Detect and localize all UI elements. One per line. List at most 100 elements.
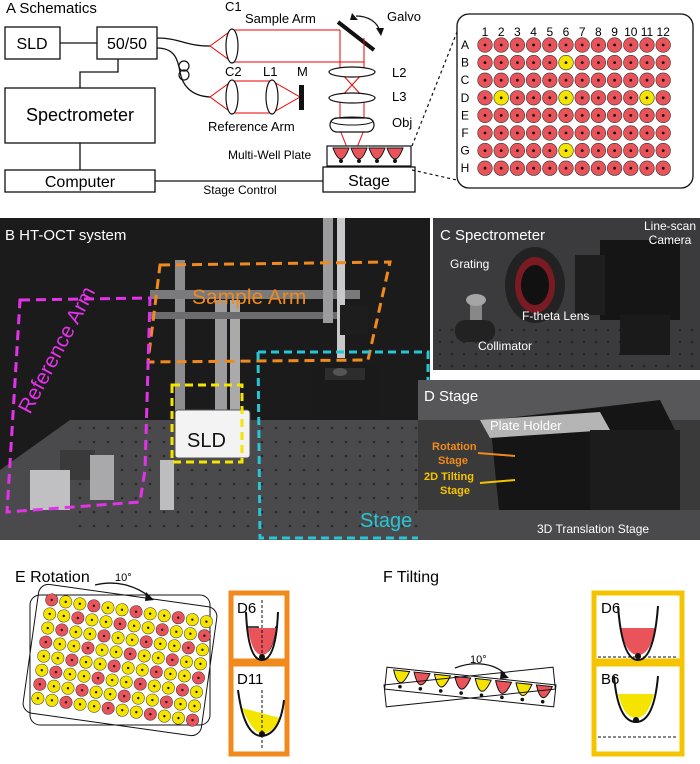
rot-well-dot — [157, 656, 160, 660]
well-center-dot — [516, 131, 519, 135]
rot-well-dot — [58, 642, 62, 646]
breadboard-hole — [498, 328, 502, 332]
breadboard-hole — [246, 482, 250, 486]
col-label: 2 — [498, 25, 505, 39]
breadboard-hole — [288, 454, 292, 458]
well-center-dot — [597, 131, 600, 135]
breadboard-hole — [570, 352, 574, 356]
breadboard-hole — [558, 340, 562, 344]
breadboard-hole — [414, 482, 418, 486]
breadboard-hole — [678, 340, 682, 344]
breadboard-hole — [302, 482, 306, 486]
row-label: H — [461, 161, 470, 175]
tilt-b6-label: B6 — [601, 671, 619, 688]
stage-label: Stage — [348, 173, 390, 190]
breadboard-hole — [372, 482, 376, 486]
well-center-dot — [661, 114, 665, 117]
breadboard-hole — [232, 524, 236, 528]
breadboard-hole — [344, 524, 348, 528]
breadboard-hole — [510, 352, 514, 356]
breadboard-hole — [546, 340, 550, 344]
breadboard-hole — [134, 440, 138, 444]
breadboard-hole — [204, 468, 208, 472]
breadboard-hole — [148, 496, 152, 500]
breadboard-hole — [358, 454, 362, 458]
rot-well-dot — [44, 640, 47, 644]
well-center-dot — [532, 61, 535, 64]
breadboard-hole — [450, 352, 454, 356]
breadboard-hole — [594, 340, 598, 344]
row-label: D — [461, 91, 470, 105]
breadboard-hole — [372, 440, 376, 444]
obj-label: Obj — [392, 115, 412, 130]
panel-b-stage-label: Stage — [360, 510, 412, 532]
well-center-dot — [499, 78, 503, 82]
breadboard-hole — [546, 352, 550, 356]
well-center-dot — [548, 61, 552, 64]
breadboard-hole — [190, 510, 194, 514]
well-center-dot — [516, 166, 519, 170]
galvo-label: Galvo — [387, 9, 421, 24]
well-center-dot — [564, 61, 568, 64]
well-center-dot — [645, 61, 649, 64]
rot-well-dot — [90, 618, 94, 622]
breadboard-hole — [414, 510, 418, 514]
breadboard-hole — [274, 440, 278, 444]
breadboard-hole — [176, 510, 180, 514]
breadboard-hole — [474, 352, 478, 356]
breadboard-hole — [148, 468, 152, 472]
breadboard-hole — [274, 426, 278, 430]
breadboard-hole — [546, 328, 550, 332]
breadboard-hole — [358, 496, 362, 500]
rot-well-dot — [68, 672, 72, 676]
col-label: 3 — [514, 25, 521, 39]
l2-label: L2 — [392, 65, 406, 80]
rot-well-dot — [114, 650, 118, 654]
breadboard-hole — [372, 496, 376, 500]
well-center-dot — [564, 43, 568, 47]
well-center-dot — [613, 166, 616, 170]
rot-well-dot — [52, 685, 56, 688]
well-center-dot — [516, 61, 519, 64]
well-center-dot — [613, 114, 616, 117]
breadboard-hole — [148, 426, 152, 430]
rot-well-dot — [177, 716, 180, 720]
well-center-dot — [613, 61, 616, 64]
breadboard-hole — [690, 340, 694, 344]
rot-well-dot — [98, 662, 102, 666]
tilt-d6-label: D6 — [601, 600, 620, 617]
breadboard-hole — [274, 496, 278, 500]
stage-control-label: Stage Control — [203, 183, 276, 197]
breadboard-hole — [450, 340, 454, 344]
lens-l2 — [328, 66, 376, 78]
panel-f-angle: 10° — [470, 654, 487, 666]
well-center-dot — [645, 131, 649, 135]
computer-label: Computer — [45, 174, 116, 191]
breadboard-hole — [232, 510, 236, 514]
tilted-well-dot — [398, 684, 402, 689]
tilted-plate — [383, 666, 557, 708]
well-center-dot — [629, 61, 633, 64]
rot-well-dot — [78, 703, 82, 706]
breadboard-hole — [450, 364, 454, 368]
rot-well-dot — [100, 648, 104, 652]
row-label: C — [461, 73, 470, 87]
tilted-well-dot — [540, 699, 545, 704]
well-center-dot — [597, 61, 600, 64]
well-center-dot — [629, 149, 633, 153]
breadboard-hole — [534, 352, 538, 356]
breadboard-hole — [594, 328, 598, 332]
breadboard-hole — [218, 510, 222, 514]
col-label: 4 — [530, 25, 537, 39]
breadboard-hole — [358, 524, 362, 528]
rot-well-dot — [96, 676, 100, 680]
well-center-dot — [661, 43, 665, 47]
rot-well-dot — [162, 614, 166, 617]
ftheta-label: F-theta Lens — [522, 309, 589, 323]
breadboard-hole — [330, 426, 334, 430]
breadboard-hole — [654, 364, 658, 368]
breadboard-hole — [260, 510, 264, 514]
rot-well-dot — [60, 628, 64, 632]
breadboard-hole — [148, 440, 152, 444]
well-center-dot — [597, 43, 600, 47]
